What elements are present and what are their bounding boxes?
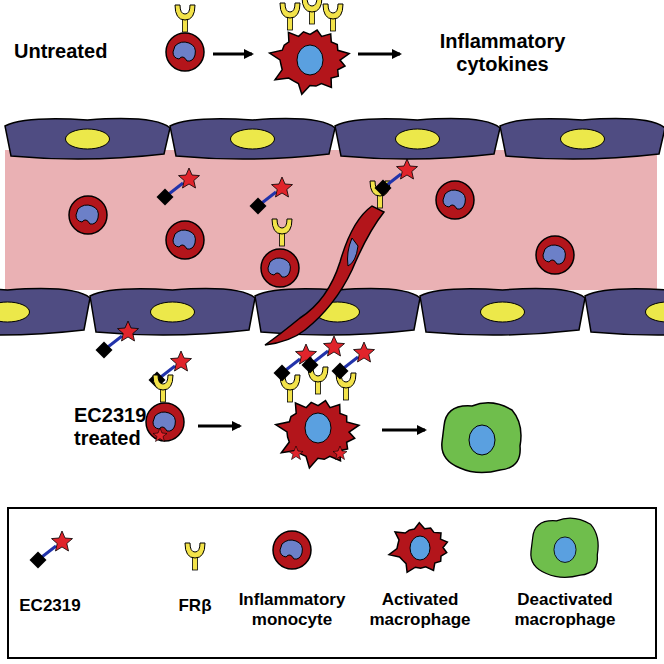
figure-label: Inflammatory cytokines — [420, 30, 585, 76]
nucleus — [151, 302, 195, 322]
legend-text: Deactivated macrophage — [500, 590, 630, 629]
endothelial-cell — [90, 289, 255, 335]
endothelial-cell — [420, 289, 585, 335]
endothelial-cell — [335, 119, 500, 159]
nucleus — [0, 302, 30, 322]
endothelial-cell — [5, 119, 170, 159]
activated-macrophage — [270, 30, 350, 94]
nucleus — [396, 129, 440, 149]
endothelial-cell — [585, 289, 664, 335]
nucleus — [66, 129, 110, 149]
legend-text: EC2319 — [5, 596, 95, 616]
activated-macrophage — [389, 523, 447, 573]
endothelial-cell — [0, 289, 90, 335]
figure-label: EC2319 treated — [74, 404, 162, 450]
nucleus — [561, 129, 605, 149]
legend-text: FRβ — [150, 596, 240, 616]
figure-label: Untreated — [14, 40, 154, 63]
activated-macrophage — [276, 401, 359, 468]
endothelial-cell — [500, 119, 664, 159]
legend-text: Inflammatory monocyte — [232, 590, 352, 629]
legend-text: Activated macrophage — [360, 590, 480, 629]
nucleus — [646, 302, 664, 322]
nucleus — [481, 302, 525, 322]
endothelial-cell — [170, 119, 335, 159]
nucleus — [231, 129, 275, 149]
